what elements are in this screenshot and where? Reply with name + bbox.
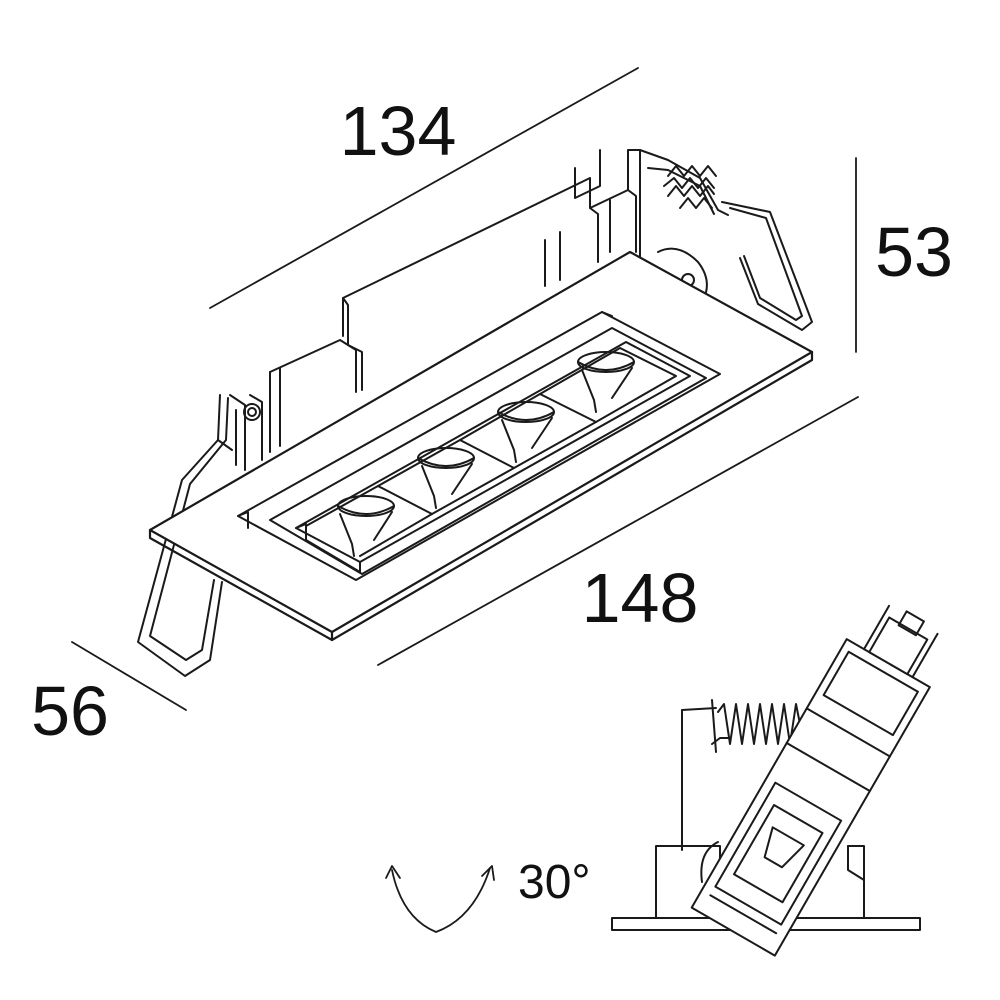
- led-array: [295, 341, 691, 573]
- tilt-angle-label: 30°: [518, 856, 591, 909]
- led-cell-3: [459, 393, 597, 469]
- dim-line-148: [377, 396, 859, 666]
- dimension-lines: [71, 67, 859, 711]
- tilt-arrow-icon: [385, 865, 495, 933]
- dimension-depth: 56: [31, 672, 109, 750]
- dimension-height: 53: [875, 213, 953, 291]
- fixture-main-view: [137, 149, 814, 677]
- led-cell-1: [305, 485, 433, 557]
- dimension-length-bottom: 148: [582, 559, 699, 637]
- led-cell-4: [539, 347, 677, 423]
- dim-line-134: [209, 67, 639, 309]
- rear-housing: [229, 149, 641, 471]
- tilt-detail-view: [611, 604, 939, 957]
- led-cell-2: [377, 439, 515, 515]
- dimension-length-top: 134: [340, 92, 457, 170]
- dim-line-56: [71, 641, 187, 711]
- left-spring-clip: [137, 394, 261, 677]
